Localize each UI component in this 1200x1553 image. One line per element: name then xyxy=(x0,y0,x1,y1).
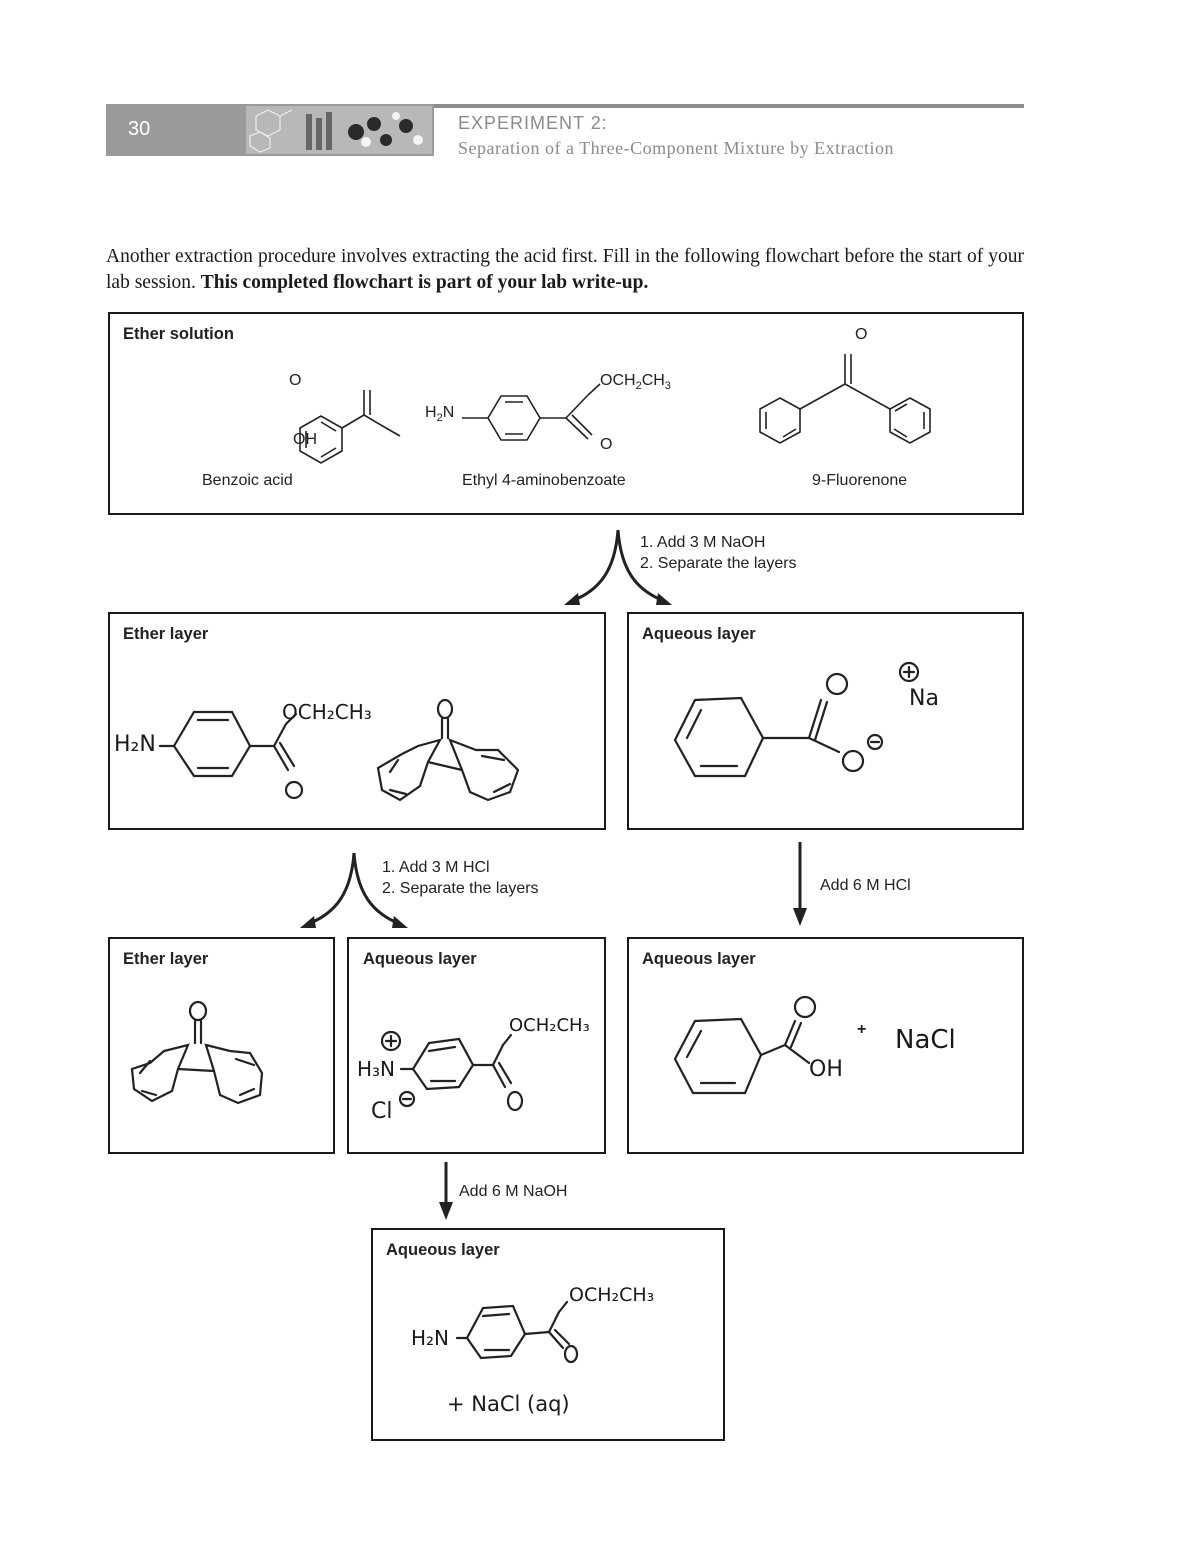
box-title: Aqueous layer xyxy=(386,1241,500,1259)
step1-instructions: 1. Add 3 M NaOH 2. Separate the layers xyxy=(640,532,797,574)
step-line: 1. Add 3 M HCl xyxy=(382,859,490,876)
step2-instructions: 1. Add 3 M HCl 2. Separate the layers xyxy=(382,857,539,899)
hw-nacl: NaCl xyxy=(895,1025,956,1055)
step3-instruction: Add 6 M HCl xyxy=(820,877,911,894)
hw-sodium: Na xyxy=(909,686,939,711)
box-title: Ether solution xyxy=(123,325,234,343)
box-title: Aqueous layer xyxy=(642,625,756,643)
step-line: 2. Separate the layers xyxy=(640,555,797,572)
ester-amine-label: H2N xyxy=(425,404,455,425)
aqueous-layer-box-2: Aqueous layer H₃N Cl OCH₂CH₃ xyxy=(347,937,606,1154)
ether-layer-box-2: Ether layer xyxy=(108,937,335,1154)
ether-layer-1-structures xyxy=(158,698,520,802)
step-line: 1. Add 3 M NaOH xyxy=(640,534,766,551)
intro-paragraph: Another extraction procedure involves ex… xyxy=(106,244,1024,296)
benzoic-o-label: O xyxy=(289,372,302,389)
step4-instruction: Add 6 M NaOH xyxy=(459,1183,568,1200)
compound-name: 9-Fluorenone xyxy=(812,472,908,489)
split-arrow-icon xyxy=(564,529,672,605)
ether-layer-box-1: Ether layer H₂N OCH₂CH₃ xyxy=(108,612,606,830)
hw-ester: OCH₂CH₃ xyxy=(282,700,372,724)
intro-bold: This completed flowchart is part of your… xyxy=(200,272,649,293)
hw-amine: H₂N xyxy=(411,1326,450,1350)
header-rule xyxy=(434,104,1024,108)
ether-layer-2-structures xyxy=(130,1000,264,1105)
hw-nacl-aq: + NaCl (aq) xyxy=(447,1392,570,1416)
aqueous-layer-1-structures xyxy=(673,661,920,778)
page-number: 30 xyxy=(128,118,151,140)
box-title: Aqueous layer xyxy=(363,950,477,968)
aqueous-layer-box-3: Aqueous layer OH + NaCl xyxy=(627,937,1024,1154)
hw-hydroxyl: OH xyxy=(809,1057,843,1082)
hw-ester: OCH₂CH₃ xyxy=(509,1015,590,1036)
box-title: Ether layer xyxy=(123,625,209,643)
compound-name: Ethyl 4-aminobenzoate xyxy=(462,472,626,489)
aqueous-layer-2-structures xyxy=(380,1030,524,1112)
hw-amine: H₂N xyxy=(114,732,156,757)
fluorenone-o-label: O xyxy=(855,326,868,343)
hw-ammonium: H₃N xyxy=(357,1057,396,1081)
aqueous-layer-3-structures xyxy=(673,995,817,1095)
aqueous-layer-box-1: Aqueous layer Na xyxy=(627,612,1024,830)
hw-ester: OCH₂CH₃ xyxy=(569,1284,655,1306)
compound-name: Benzoic acid xyxy=(202,472,293,489)
hw-chloride: Cl xyxy=(371,1099,393,1124)
benzoic-oh-label: OH xyxy=(293,431,317,448)
down-arrow-icon xyxy=(439,1162,453,1220)
ester-group-label: OCH2CH3 xyxy=(600,372,671,393)
box-title: Aqueous layer xyxy=(642,950,756,968)
down-arrow-icon xyxy=(793,842,807,926)
experiment-label: EXPERIMENT 2: xyxy=(458,113,608,133)
aqueous-layer-4-structures xyxy=(455,1300,579,1364)
step-line: 2. Separate the layers xyxy=(382,880,539,897)
header-lab-image xyxy=(246,106,432,154)
aqueous-layer-box-4: Aqueous layer H₂N OCH₂CH₃ + NaCl (aq) xyxy=(371,1228,725,1441)
intro-text: Another extraction procedure involves ex… xyxy=(106,246,1024,293)
box-title: Ether layer xyxy=(123,950,209,968)
ester-o-label: O xyxy=(600,436,613,453)
ether-solution-structures xyxy=(299,354,931,464)
experiment-subtitle: Separation of a Three-Component Mixture … xyxy=(458,138,895,158)
plus-sign: + xyxy=(857,1021,867,1038)
split-arrow-icon xyxy=(300,852,408,928)
ether-solution-box: Ether solution xyxy=(108,312,1024,515)
